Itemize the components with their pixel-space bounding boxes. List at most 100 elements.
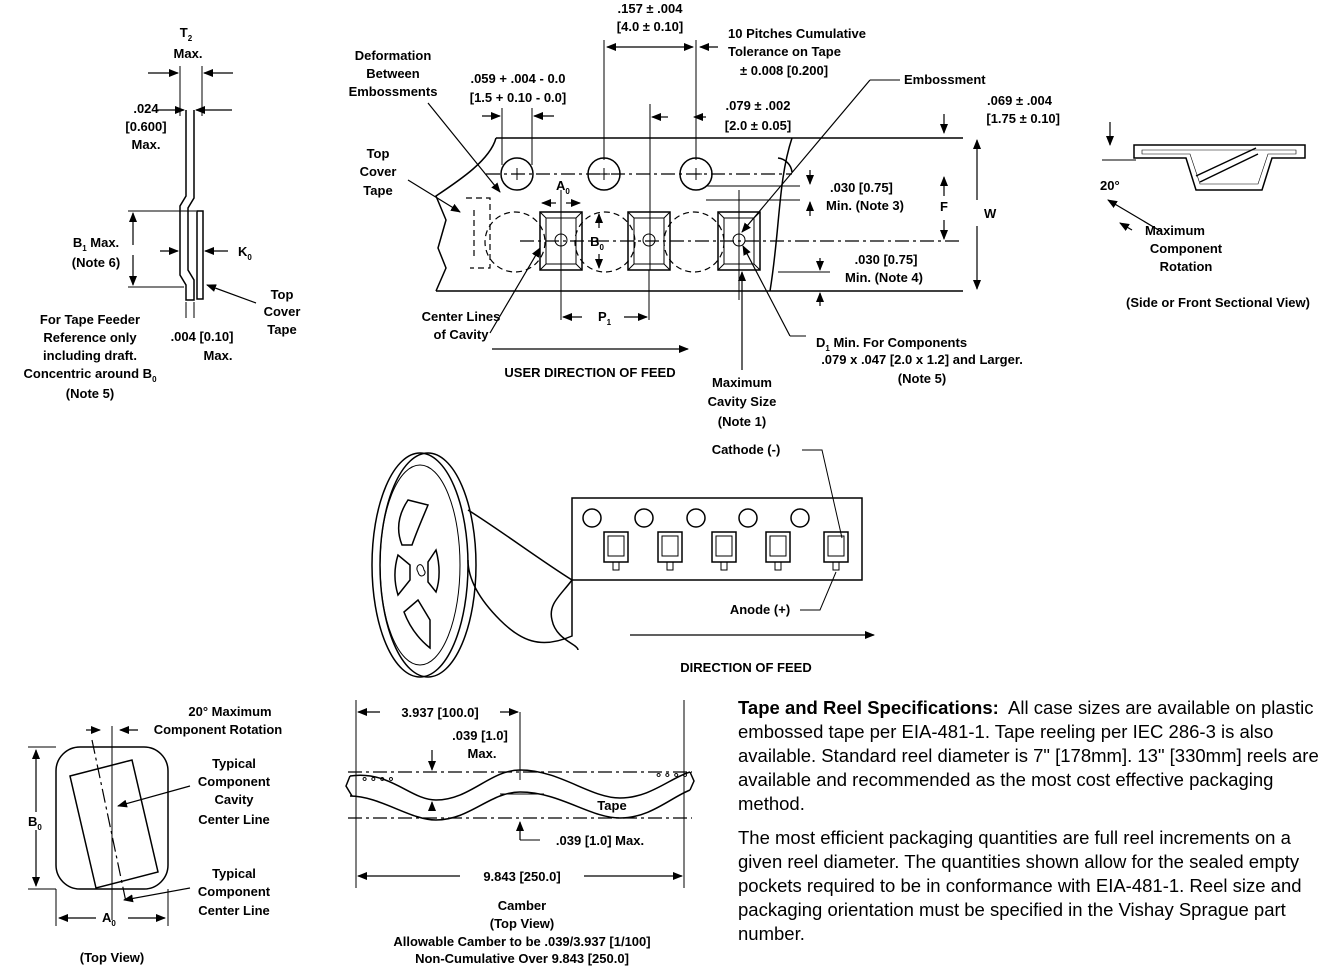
- camber-caption-4: Non-Cumulative Over 9.843 [250.0]: [415, 951, 629, 966]
- d1-size: .079 x .047 [2.0 x 1.2] and Larger.: [821, 352, 1023, 367]
- tape-profile-section: T2 Max. .024 [0.600] Max. B1 Max. (Note …: [23, 25, 300, 401]
- side-sectional-view: 20° Maximum Component Rotation (Side or …: [1100, 122, 1310, 310]
- reel-illustration: Cathode (-) Anode (+) DIRECTION OF FEED: [371, 442, 875, 678]
- w-label: W: [984, 206, 997, 221]
- ref-line-5: (Note 5): [66, 386, 114, 401]
- tape-thickness-max: Max.: [204, 348, 233, 363]
- camber-caption-1: Camber: [498, 898, 546, 913]
- reel-pocket-3: [711, 531, 737, 571]
- sprocket-to-cavity-metric: [2.0 ± 0.05]: [725, 118, 791, 133]
- tape-thickness-value: .004 [0.10]: [171, 329, 234, 344]
- typical-cavity-1: Typical: [212, 756, 256, 771]
- f-label: F: [940, 199, 948, 214]
- d1-note: (Note 5): [898, 371, 946, 386]
- typical-center-1: Typical: [212, 866, 256, 881]
- a0-label: A0: [556, 178, 570, 196]
- carrier-tape-diagram: .157 ± .004 [4.0 ± 0.10] 10 Pitches Cumu…: [349, 1, 1060, 429]
- typical-center-2: Component: [198, 884, 271, 899]
- camber-length-100: 3.937 [100.0]: [401, 705, 478, 720]
- tape-reel-specifications: Tape and Reel Specifications: All case s…: [738, 696, 1334, 956]
- direction-of-feed: DIRECTION OF FEED: [680, 660, 811, 675]
- side-view-caption: (Side or Front Sectional View): [1126, 295, 1310, 310]
- sprocket-hole-dim: .059 + .004 - 0.0: [470, 71, 565, 86]
- spec-title: Tape and Reel Specifications:: [738, 697, 999, 718]
- pitch-value-metric: [4.0 ± 0.10]: [617, 19, 683, 34]
- top-cover-tape-2: Cover: [264, 304, 301, 319]
- typical-center-3: Center Line: [198, 903, 270, 918]
- top-cover-tape-1: Top: [271, 287, 294, 302]
- top-cover-label-2: Cover: [360, 164, 397, 179]
- top-b0-label: B0: [28, 814, 42, 832]
- d1-label: D1 Min. For Components: [816, 335, 967, 353]
- edge-distance-metric: [1.75 ± 0.10]: [986, 111, 1060, 126]
- min-note-4-value: .030 [0.75]: [855, 252, 918, 267]
- typical-cavity-4: Center Line: [198, 812, 270, 827]
- spec-body-2: The most efficient packaging quantities …: [738, 827, 1302, 944]
- reel-pocket-1: [603, 531, 629, 571]
- deformation-label-3: Embossments: [349, 84, 438, 99]
- camber-diagram: 3.937 [100.0] .039 [1.0] Max. ° ° ° ° ° …: [345, 700, 695, 966]
- t2-max-label: Max.: [174, 46, 203, 61]
- thickness-value-metric: [0.600]: [125, 119, 166, 134]
- camber-tape-label: Tape: [597, 798, 626, 813]
- reel-pocket-4: [765, 531, 791, 571]
- max-rotation-label-2: Component: [1150, 241, 1223, 256]
- deformation-label-1: Deformation: [355, 48, 432, 63]
- camber-max-1: .039 [1.0]: [452, 728, 508, 743]
- max-rotation-label-3: Rotation: [1160, 259, 1213, 274]
- b0-label: B0: [590, 234, 604, 252]
- max-cavity-label-1: Maximum: [712, 375, 772, 390]
- b1-max-label: B1 Max.: [73, 235, 119, 253]
- min-note-4-label: Min. (Note 4): [845, 270, 923, 285]
- cathode-label: Cathode (-): [712, 442, 781, 457]
- embossment-label: Embossment: [904, 72, 986, 87]
- top-rotation-label-2: Component Rotation: [154, 722, 283, 737]
- camber-caption-3: Allowable Camber to be .039/3.937 [1/100…: [393, 934, 650, 949]
- spec-paragraph-1: Tape and Reel Specifications: All case s…: [738, 696, 1334, 816]
- max-rotation-label-1: Maximum: [1145, 223, 1205, 238]
- max-cavity-label-2: Cavity Size: [708, 394, 777, 409]
- k0-label: K0: [238, 244, 252, 262]
- cumulative-tolerance-3: ± 0.008 [0.200]: [740, 63, 828, 78]
- min-note-3-value: .030 [0.75]: [830, 180, 893, 195]
- component-top-view: 20° Maximum Component Rotation B0 A0 Typ…: [28, 704, 282, 965]
- sprocket-to-cavity: .079 ± .002: [726, 98, 791, 113]
- user-direction-of-feed: USER DIRECTION OF FEED: [504, 365, 675, 380]
- b1-note: (Note 6): [72, 255, 120, 270]
- camber-holes-left: ° ° ° °: [362, 774, 394, 789]
- camber-holes-right: ° ° ° °: [656, 770, 688, 785]
- center-lines-label-2: of Cavity: [434, 327, 490, 342]
- camber-max-2: Max.: [468, 746, 497, 761]
- camber-caption-2: (Top View): [490, 916, 555, 931]
- ref-line-2: Reference only: [43, 330, 137, 345]
- anode-label: Anode (+): [730, 602, 790, 617]
- reel-pocket-5: [823, 531, 849, 571]
- cumulative-tolerance-1: 10 Pitches Cumulative: [728, 26, 866, 41]
- max-cavity-label-3: (Note 1): [718, 414, 766, 429]
- top-a0-label: A0: [102, 910, 116, 928]
- sprocket-hole-dim-metric: [1.5 + 0.10 - 0.0]: [470, 90, 566, 105]
- ref-line-3: including draft.: [43, 348, 137, 363]
- top-view-caption: (Top View): [80, 950, 145, 965]
- pitch-value: .157 ± .004: [618, 1, 684, 16]
- thickness-max: Max.: [132, 137, 161, 152]
- top-cover-label-1: Top: [367, 146, 390, 161]
- ref-line-1: For Tape Feeder: [40, 312, 140, 327]
- deformation-label-2: Between: [366, 66, 420, 81]
- top-cover-tape-3: Tape: [267, 322, 296, 337]
- top-rotation-label-1: 20° Maximum: [188, 704, 271, 719]
- typical-cavity-3: Cavity: [214, 792, 254, 807]
- cumulative-tolerance-2: Tolerance on Tape: [728, 44, 841, 59]
- spec-paragraph-2: The most efficient packaging quantities …: [738, 826, 1334, 946]
- spec-body-1: All case sizes are available on plastic …: [738, 697, 1319, 814]
- rotation-angle: 20°: [1100, 178, 1120, 193]
- top-cover-label-3: Tape: [363, 183, 392, 198]
- camber-length-250: 9.843 [250.0]: [483, 869, 560, 884]
- min-note-3-label: Min. (Note 3): [826, 198, 904, 213]
- thickness-value: .024: [133, 101, 159, 116]
- center-lines-label-1: Center Lines: [422, 309, 501, 324]
- camber-max-bottom: .039 [1.0] Max.: [556, 833, 644, 848]
- edge-distance: .069 ± .004: [987, 93, 1053, 108]
- p1-label: P1: [598, 309, 612, 327]
